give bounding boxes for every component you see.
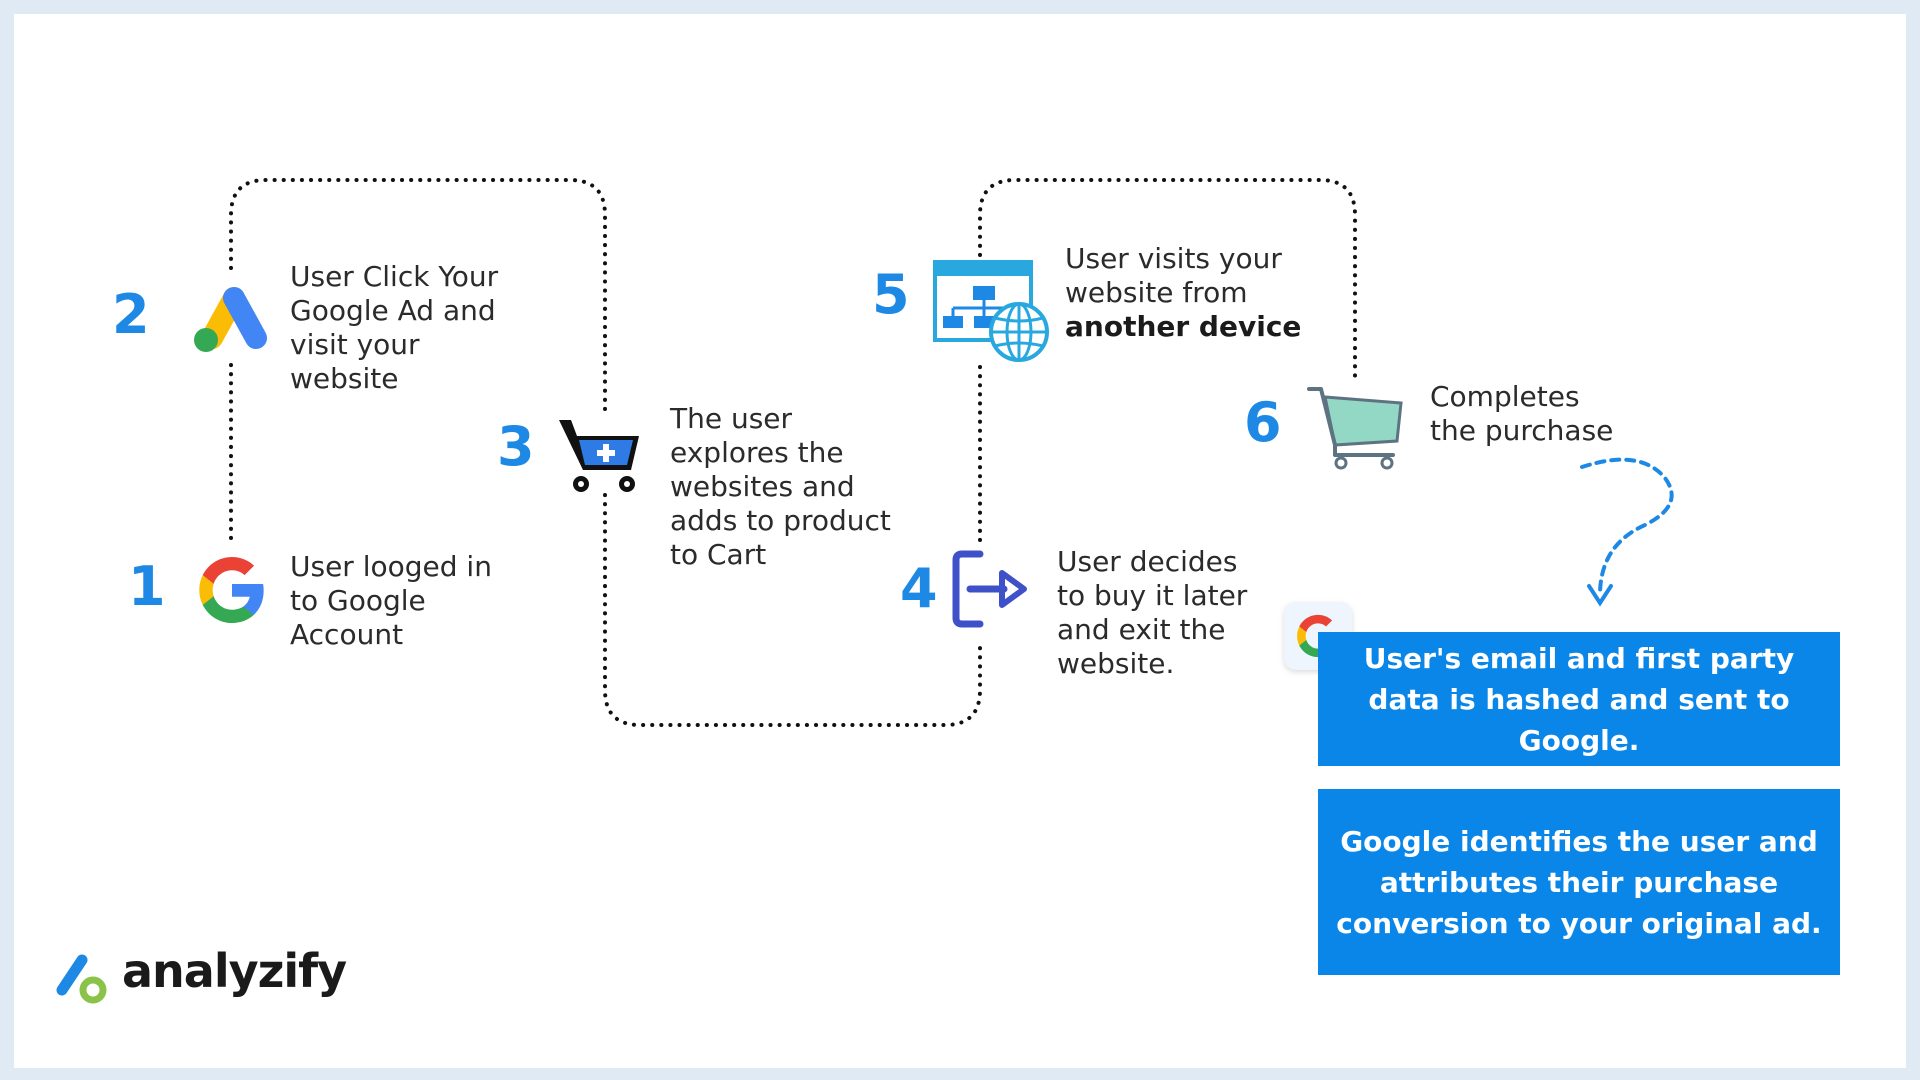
exit-icon [948,548,1032,635]
step-3-label: The user explores the websites and adds … [670,402,891,571]
shopping-cart-icon [1305,385,1405,476]
connector-5-6 [978,178,1357,380]
step-1-label: User looged in to Google Account [290,550,492,651]
google-ads-icon [190,278,274,361]
cart-add-icon [555,414,645,503]
step-5-label-text: User visits your website from [1065,242,1282,309]
connector-2-3 [229,178,607,417]
info-box-attribution: Google identifies the user and attribute… [1318,789,1840,975]
arrow-head [1587,584,1613,607]
curved-arrow [1580,457,1674,597]
step-1-number: 1 [128,555,166,618]
step-4-label: User decides to buy it later and exit th… [1057,545,1248,680]
sitemap-globe-icon [933,260,1051,369]
connector-3-4 [603,493,982,727]
info-box-hashed: User's email and first party data is has… [1318,632,1840,766]
step-6-number: 6 [1244,391,1282,454]
step-5-label: User visits your website from another de… [1065,242,1325,344]
step-5-number: 5 [872,263,910,326]
google-g-icon [196,554,268,631]
step-4-number: 4 [900,557,938,620]
step-6-label: Completes the purchase [1430,380,1614,447]
step-5-label-bold: another device [1065,310,1302,343]
analyzify-logo-icon [48,948,110,1011]
brand-name: analyzify [122,944,347,998]
step-2-number: 2 [112,283,150,346]
step-2-label: User Click Your Google Ad and visit your… [290,260,499,395]
step-3-number: 3 [497,415,535,478]
